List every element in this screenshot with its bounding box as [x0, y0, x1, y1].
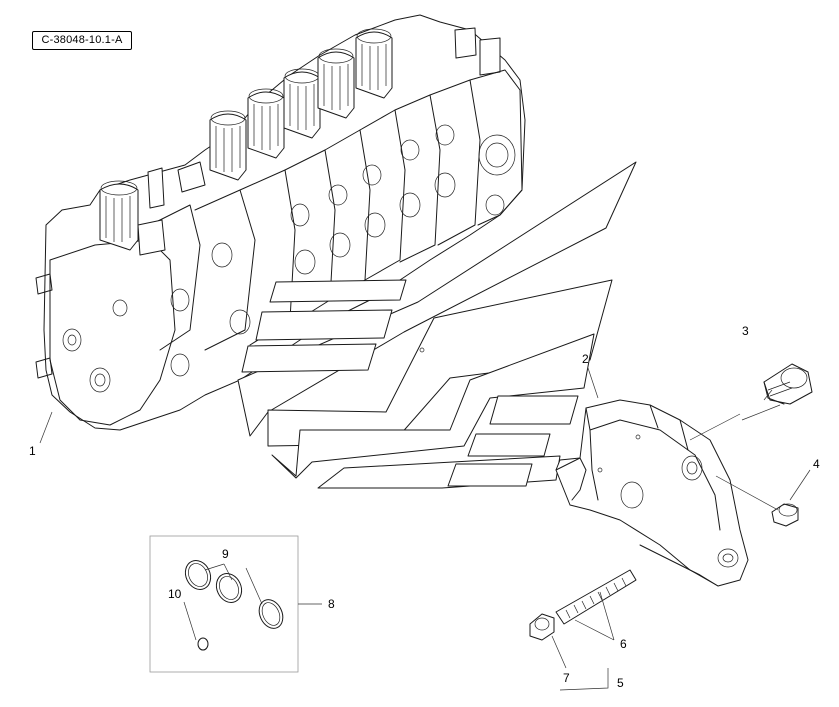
callout-6: 6 [620, 637, 627, 651]
reference-code-label: C-38048-10.1-A [32, 31, 132, 50]
callout-3: 3 [742, 324, 749, 338]
callout-8: 8 [328, 597, 335, 611]
nut-part-7 [529, 613, 555, 641]
callout-1: 1 [29, 444, 36, 458]
control-valve-assembly [35, 14, 526, 431]
callout-4: 4 [813, 457, 820, 471]
callout-9: 9 [222, 547, 229, 561]
view-continuation-chevrons [237, 161, 637, 489]
callout-2: 2 [582, 352, 589, 366]
stud-part-6 [555, 569, 637, 625]
callout-10: 10 [168, 587, 182, 601]
callout-5: 5 [617, 676, 624, 690]
plug-part-4 [771, 503, 799, 527]
cover-plate-bracket [555, 399, 749, 587]
leader-lines [39, 367, 811, 691]
plug-part-3 [763, 363, 813, 405]
seal-kit-frame [149, 535, 299, 673]
callout-7: 7 [563, 671, 570, 685]
spool-caps [99, 28, 393, 251]
